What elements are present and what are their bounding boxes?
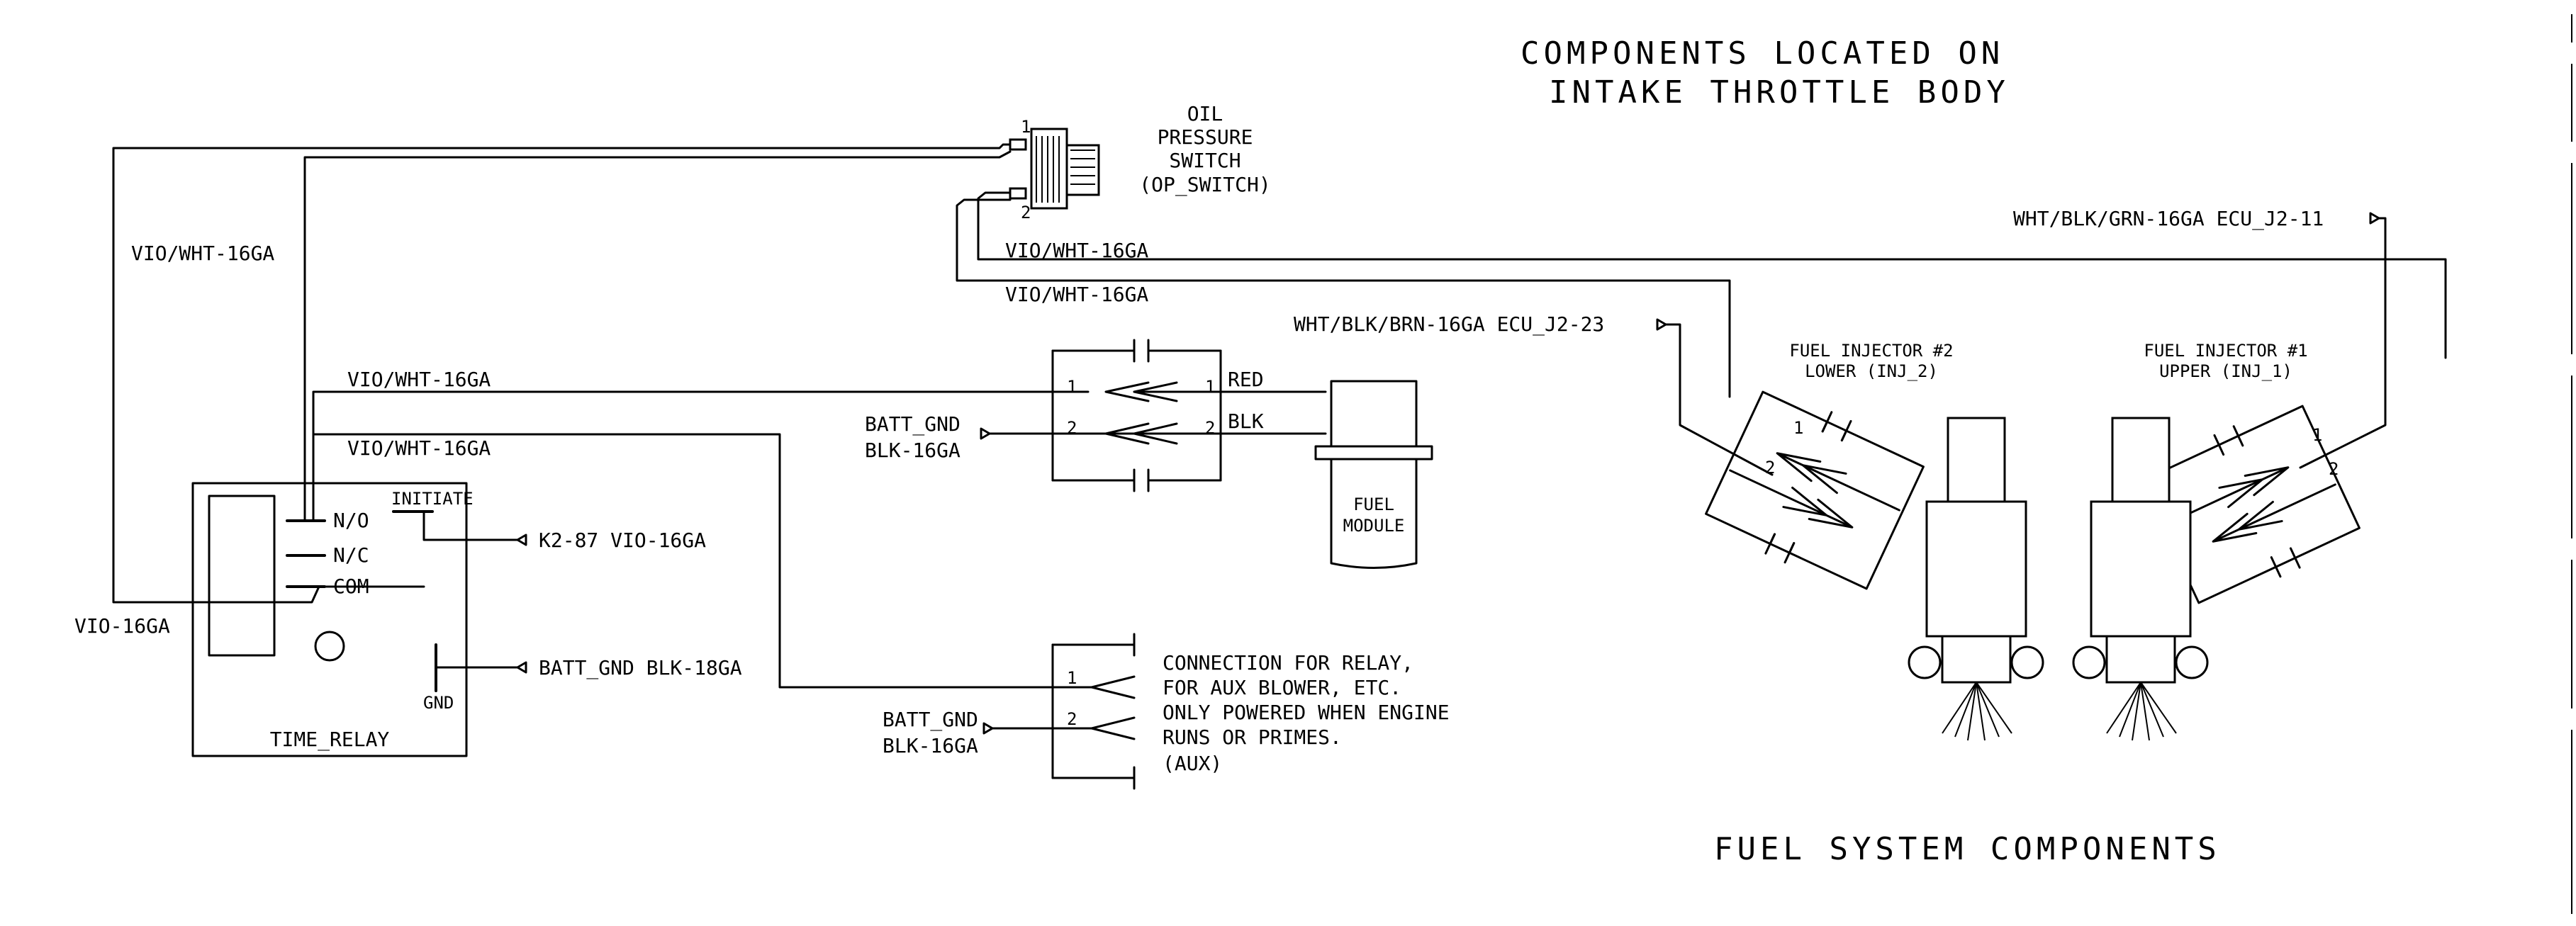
- fuel-module-label-2: MODULE: [1343, 516, 1405, 536]
- relay-label-no: N/O: [333, 509, 369, 532]
- relay-label-com: COM: [333, 575, 369, 598]
- injector1-pin2: 2: [2329, 459, 2339, 479]
- oil-switch-pin2: 2: [1021, 203, 1031, 222]
- wire-label-vio-wht-relay2: VIO/WHT-16GA: [347, 436, 491, 460]
- system-title: FUEL SYSTEM COMPONENTS: [1714, 831, 2221, 867]
- wire-label-batt-gnd-18: BATT_GND BLK-18GA: [539, 656, 742, 680]
- injector1-label-2: UPPER (INJ_1): [2159, 361, 2292, 381]
- fuel-pin1-right: 1: [1205, 377, 1215, 397]
- wire-label-ecu-j2-11: WHT/BLK/GRN-16GA ECU_J2-11: [2013, 207, 2324, 231]
- aux-desc-5: (AUX): [1163, 752, 1222, 775]
- aux-desc-2: FOR AUX BLOWER, ETC.: [1163, 676, 1401, 699]
- wire-label-batt-gnd-aux-2: BLK-16GA: [883, 734, 978, 757]
- relay-name: TIME_RELAY: [270, 728, 390, 752]
- injector2-pin2: 2: [1765, 458, 1775, 478]
- wire-label-blk: BLK: [1228, 410, 1264, 433]
- components-title-line2: INTAKE THROTTLE BODY: [1549, 74, 2010, 111]
- aux-pin1: 1: [1067, 668, 1077, 688]
- wire-ecu-j2-11: [2299, 217, 2387, 469]
- aux-pin2: 2: [1067, 709, 1077, 729]
- wire-label-vio-wht-left: VIO/WHT-16GA: [131, 242, 274, 265]
- wire-oil-to-com: [112, 143, 1012, 604]
- wire-label-batt-gnd-fuel-1: BATT_GND: [865, 412, 961, 436]
- fuel-module: [1314, 380, 1433, 569]
- wire-label-vio-wht-mid1: VIO/WHT-16GA: [1005, 239, 1148, 262]
- wire-oil-to-inj2: [956, 198, 1731, 398]
- fuel-pin1-left: 1: [1067, 377, 1077, 397]
- fuel-module-connector: [1051, 339, 1222, 492]
- aux-desc-1: CONNECTION FOR RELAY,: [1163, 651, 1413, 674]
- wire-label-k2-87: K2-87 VIO-16GA: [539, 529, 706, 552]
- injector2-pin1: 1: [1793, 418, 1803, 438]
- fuel-injector-1-body: [2072, 417, 2209, 741]
- wire-label-vio-wht-mid2: VIO/WHT-16GA: [1005, 283, 1148, 306]
- fuel-injector-2-connector: [1705, 390, 1925, 590]
- fuel-injector-2-body: [1908, 417, 2044, 741]
- wire-oil-to-inj1: [977, 191, 2447, 359]
- relay-label-initiate: INITIATE: [391, 489, 474, 509]
- components-title-line1: COMPONENTS LOCATED ON: [1521, 35, 2004, 72]
- oil-switch-pin1: 1: [1021, 117, 1031, 137]
- fuel-pin2-right: 2: [1205, 418, 1215, 438]
- wire-label-vio-wht-relay1: VIO/WHT-16GA: [347, 368, 491, 391]
- injector2-label-1: FUEL INJECTOR #2: [1789, 341, 1953, 361]
- relay-label-nc: N/C: [333, 543, 369, 567]
- aux-desc-3: ONLY POWERED WHEN ENGINE: [1163, 701, 1450, 724]
- relay-label-gnd: GND: [423, 693, 454, 713]
- oil-pressure-switch: 1 2: [1009, 117, 1100, 222]
- oil-switch-label-2: PRESSURE: [1158, 125, 1253, 149]
- fuel-pin2-left: 2: [1067, 418, 1077, 438]
- oil-switch-label-4: (OP_SWITCH): [1139, 173, 1270, 197]
- aux-desc-4: RUNS OR PRIMES.: [1163, 725, 1342, 749]
- wire-label-red: RED: [1228, 368, 1264, 391]
- wire-initiate: [422, 510, 519, 541]
- wire-oil-to-no: [303, 150, 1012, 513]
- wire-label-ecu-j2-23: WHT/BLK/BRN-16GA ECU_J2-23: [1294, 312, 1604, 337]
- wire-label-batt-gnd-fuel-2: BLK-16GA: [865, 439, 961, 462]
- injector1-pin1: 1: [2312, 425, 2322, 445]
- aux-connector: [991, 633, 1136, 790]
- wire-ecu-j2-23: [1664, 323, 1774, 476]
- oil-switch-label-3: SWITCH: [1169, 149, 1241, 172]
- wire-label-batt-gnd-aux-1: BATT_GND: [883, 708, 978, 732]
- injector2-label-2: LOWER (INJ_2): [1805, 361, 1938, 381]
- injector1-label-1: FUEL INJECTOR #1: [2144, 341, 2307, 361]
- wire-label-vio-16ga: VIO-16GA: [74, 614, 170, 638]
- wire-relay-to-aux: [312, 433, 1047, 689]
- time-relay: [191, 482, 468, 757]
- oil-switch-label-1: OIL: [1187, 102, 1223, 125]
- fuel-module-label-1: FUEL: [1353, 495, 1394, 514]
